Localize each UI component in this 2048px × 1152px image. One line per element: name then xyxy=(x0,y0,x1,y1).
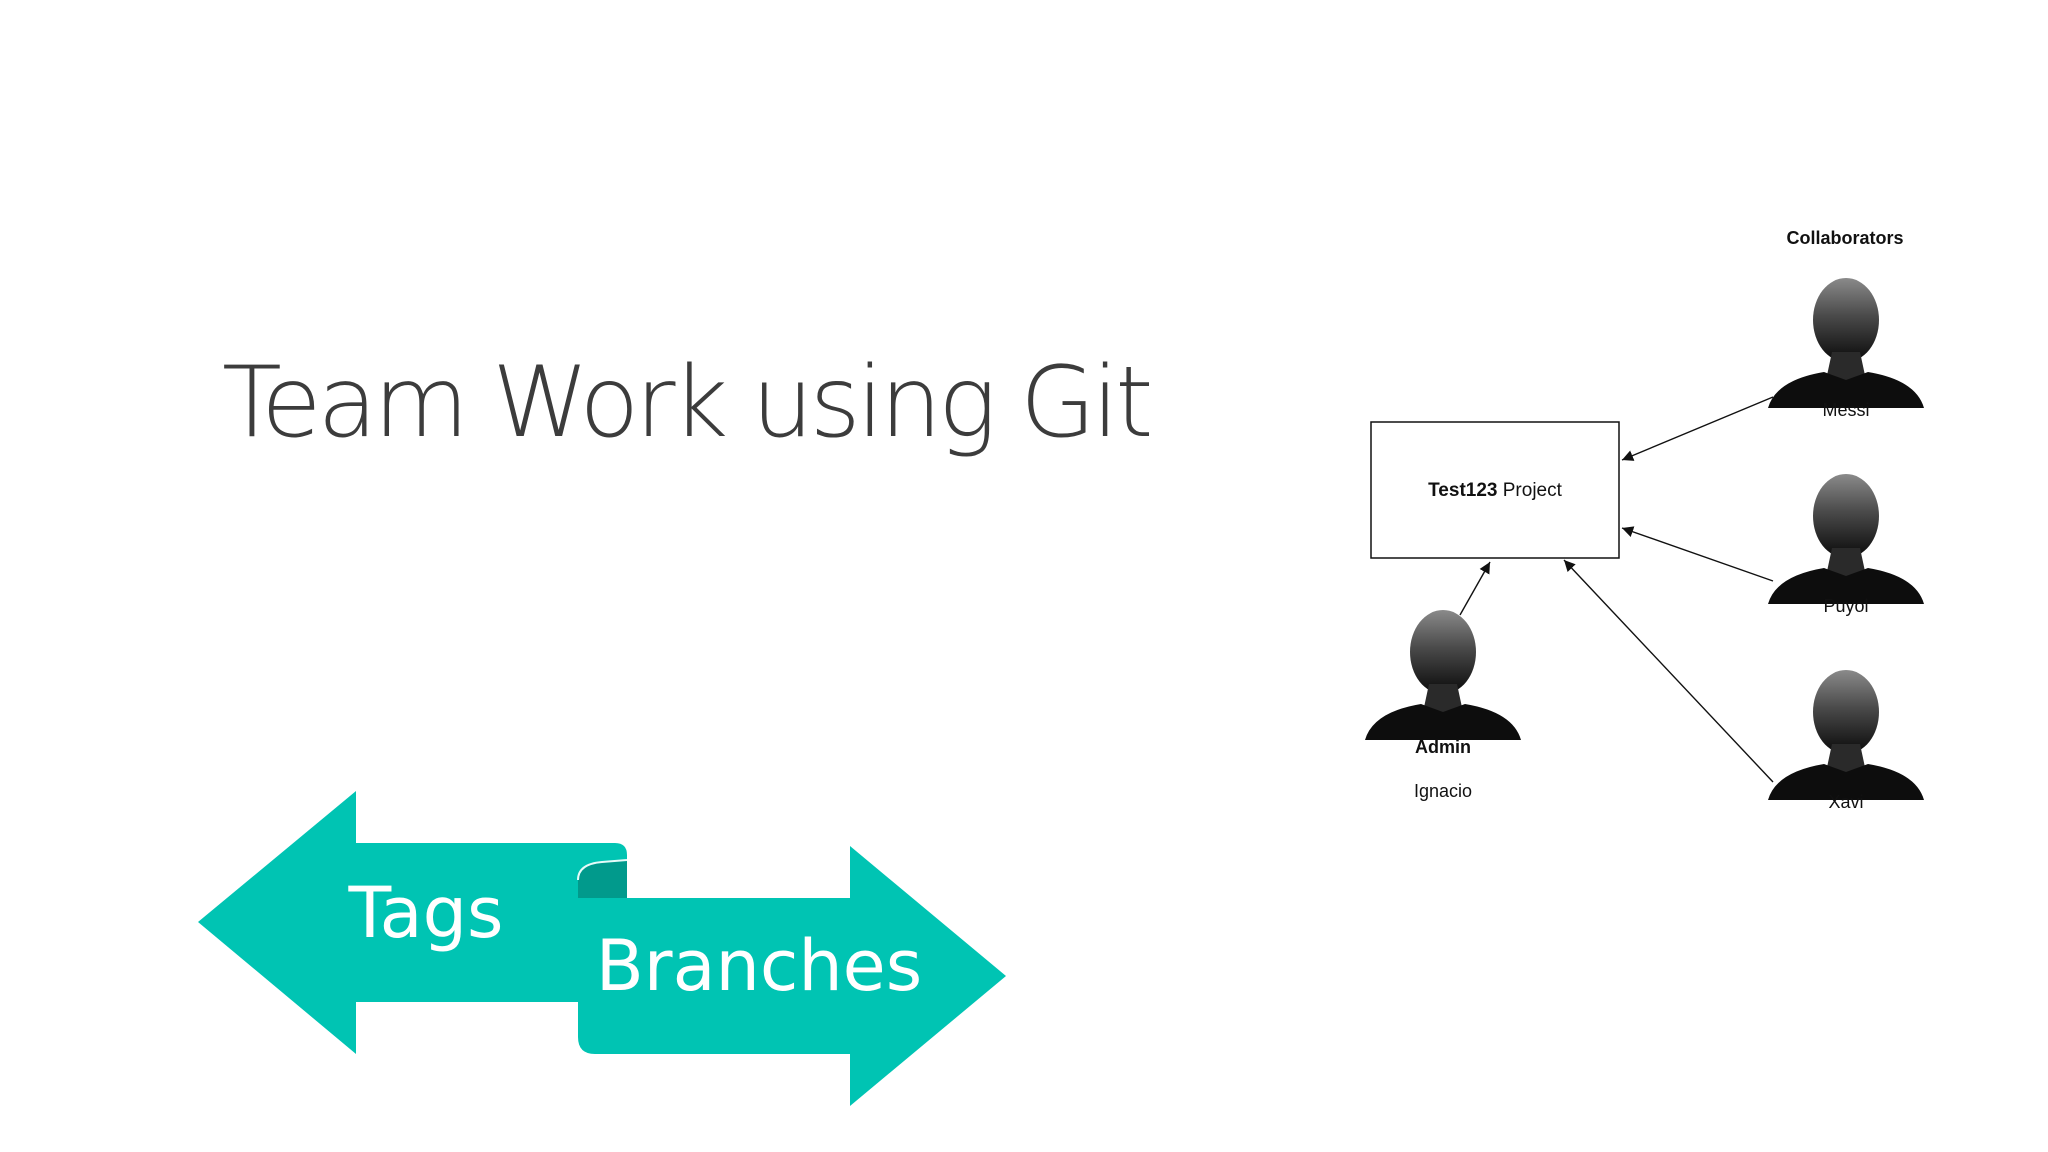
connector-messi xyxy=(1621,396,1774,461)
admin-silhouette-icon xyxy=(1365,610,1521,740)
admin-name: Ignacio xyxy=(1414,781,1472,801)
admin-role: Admin xyxy=(1415,737,1471,757)
tags-branches-graphic: Tags Branches xyxy=(198,791,1006,1106)
collaborator-name-xavi: Xavi xyxy=(1828,792,1863,812)
connector-puyol xyxy=(1621,526,1774,582)
tags-label: Tags xyxy=(348,872,504,954)
branches-arrow xyxy=(578,846,1006,1106)
person-silhouette-icon xyxy=(1768,670,1924,800)
tags-arrow xyxy=(198,791,627,1054)
project-box xyxy=(1370,421,1620,559)
connector-xavi xyxy=(1563,559,1774,783)
person-silhouette-icon xyxy=(1768,474,1924,604)
project-name-bold: Test123 xyxy=(1428,480,1497,501)
slide-title: Team Work using Git xyxy=(222,346,1154,460)
collaboration-diagram: Collaborators Test123 Project Messi Puyo… xyxy=(1365,228,1924,812)
collaborator-name-messi: Messi xyxy=(1822,400,1869,420)
collaborators-heading: Collaborators xyxy=(1786,228,1903,248)
ribbon-fold-edge xyxy=(577,859,628,881)
connector-admin xyxy=(1459,561,1491,616)
project-label: Test123 Project xyxy=(1428,480,1562,501)
ribbon-fold xyxy=(578,860,627,898)
person-silhouette-icon xyxy=(1768,278,1924,408)
collaborator-name-puyol: Puyol xyxy=(1823,596,1868,616)
branches-label: Branches xyxy=(596,925,922,1007)
project-name-rest: Project xyxy=(1497,480,1562,501)
